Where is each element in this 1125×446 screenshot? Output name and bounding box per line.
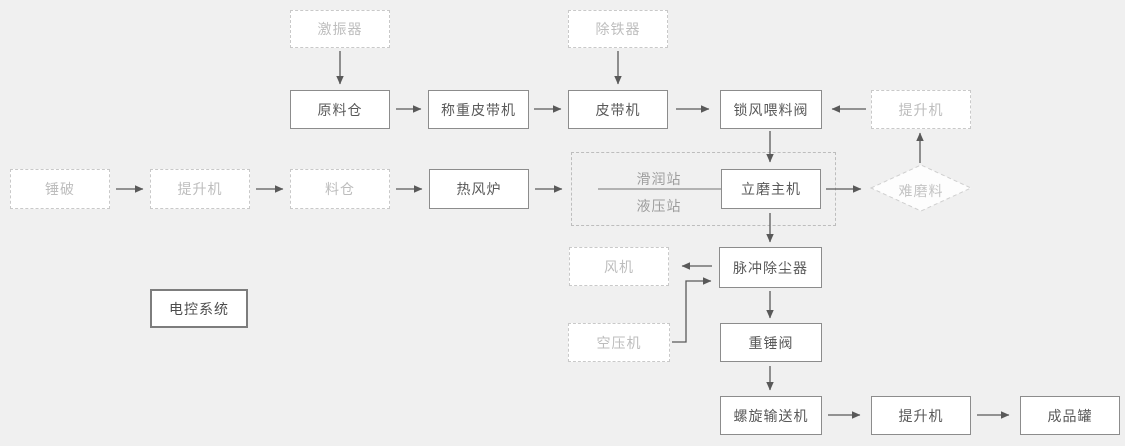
hard-grind-material-text: 难磨料 (898, 183, 944, 199)
node-airlock-feeder-valve-label: 锁风喂料阀 (733, 101, 809, 118)
node-electric-control-system-label: 电控系统 (169, 300, 229, 317)
node-hammer-crusher: 锤破 (10, 169, 110, 209)
node-belt-conveyor: 皮带机 (568, 90, 668, 129)
node-bucket-elevator-return-label: 提升机 (898, 101, 944, 118)
node-weighing-belt-conveyor-label: 称重皮带机 (441, 101, 516, 118)
node-weighing-belt-conveyor: 称重皮带机 (428, 90, 529, 129)
node-exciter: 激振器 (290, 10, 390, 48)
node-material-bin: 料仓 (290, 169, 390, 209)
node-screw-conveyor-label: 螺旋输送机 (733, 407, 809, 424)
node-screw-conveyor: 螺旋输送机 (720, 396, 822, 435)
node-iron-remover-label: 除铁器 (595, 21, 641, 37)
node-air-compressor: 空压机 (568, 323, 670, 362)
label-hard-grind-material: 难磨料 (871, 181, 971, 201)
node-heavy-hammer-valve-label: 重锤阀 (748, 334, 794, 351)
hydraulic-station-text: 液压站 (636, 198, 682, 214)
node-electric-control-system: 电控系统 (150, 289, 248, 328)
node-exciter-label: 激振器 (317, 21, 363, 37)
label-hydraulic-station: 液压站 (609, 196, 709, 216)
connector-air-compressor-to-dust-collector (672, 277, 712, 343)
lubrication-station-text: 滑润站 (636, 171, 682, 187)
node-iron-remover: 除铁器 (568, 10, 668, 48)
node-raw-material-bin: 原料仓 (290, 90, 390, 129)
node-airlock-feeder-valve: 锁风喂料阀 (720, 90, 822, 129)
label-lubrication-station: 滑润站 (609, 169, 709, 189)
node-bucket-elevator-return: 提升机 (871, 90, 971, 129)
node-finished-product-tank-label: 成品罐 (1047, 407, 1093, 424)
node-bucket-elevator-product-label: 提升机 (898, 407, 944, 424)
node-vertical-mill: 立磨主机 (721, 169, 821, 209)
node-fan: 风机 (569, 247, 669, 286)
node-bucket-elevator-product: 提升机 (871, 396, 971, 435)
node-bucket-elevator-feed: 提升机 (150, 169, 250, 209)
node-air-compressor-label: 空压机 (596, 334, 642, 351)
node-finished-product-tank: 成品罐 (1020, 396, 1120, 435)
node-hot-air-furnace: 热风炉 (429, 169, 529, 209)
node-vertical-mill-label: 立磨主机 (741, 181, 801, 197)
node-fan-label: 风机 (604, 258, 634, 275)
node-material-bin-label: 料仓 (325, 181, 355, 197)
node-pulse-dust-collector: 脉冲除尘器 (719, 247, 822, 288)
node-raw-material-bin-label: 原料仓 (317, 101, 363, 118)
node-hammer-crusher-label: 锤破 (45, 181, 75, 197)
node-belt-conveyor-label: 皮带机 (595, 101, 641, 118)
node-bucket-elevator-feed-label: 提升机 (177, 181, 223, 197)
node-hot-air-furnace-label: 热风炉 (456, 181, 502, 197)
node-pulse-dust-collector-label: 脉冲除尘器 (733, 259, 808, 276)
node-heavy-hammer-valve: 重锤阀 (720, 323, 822, 362)
